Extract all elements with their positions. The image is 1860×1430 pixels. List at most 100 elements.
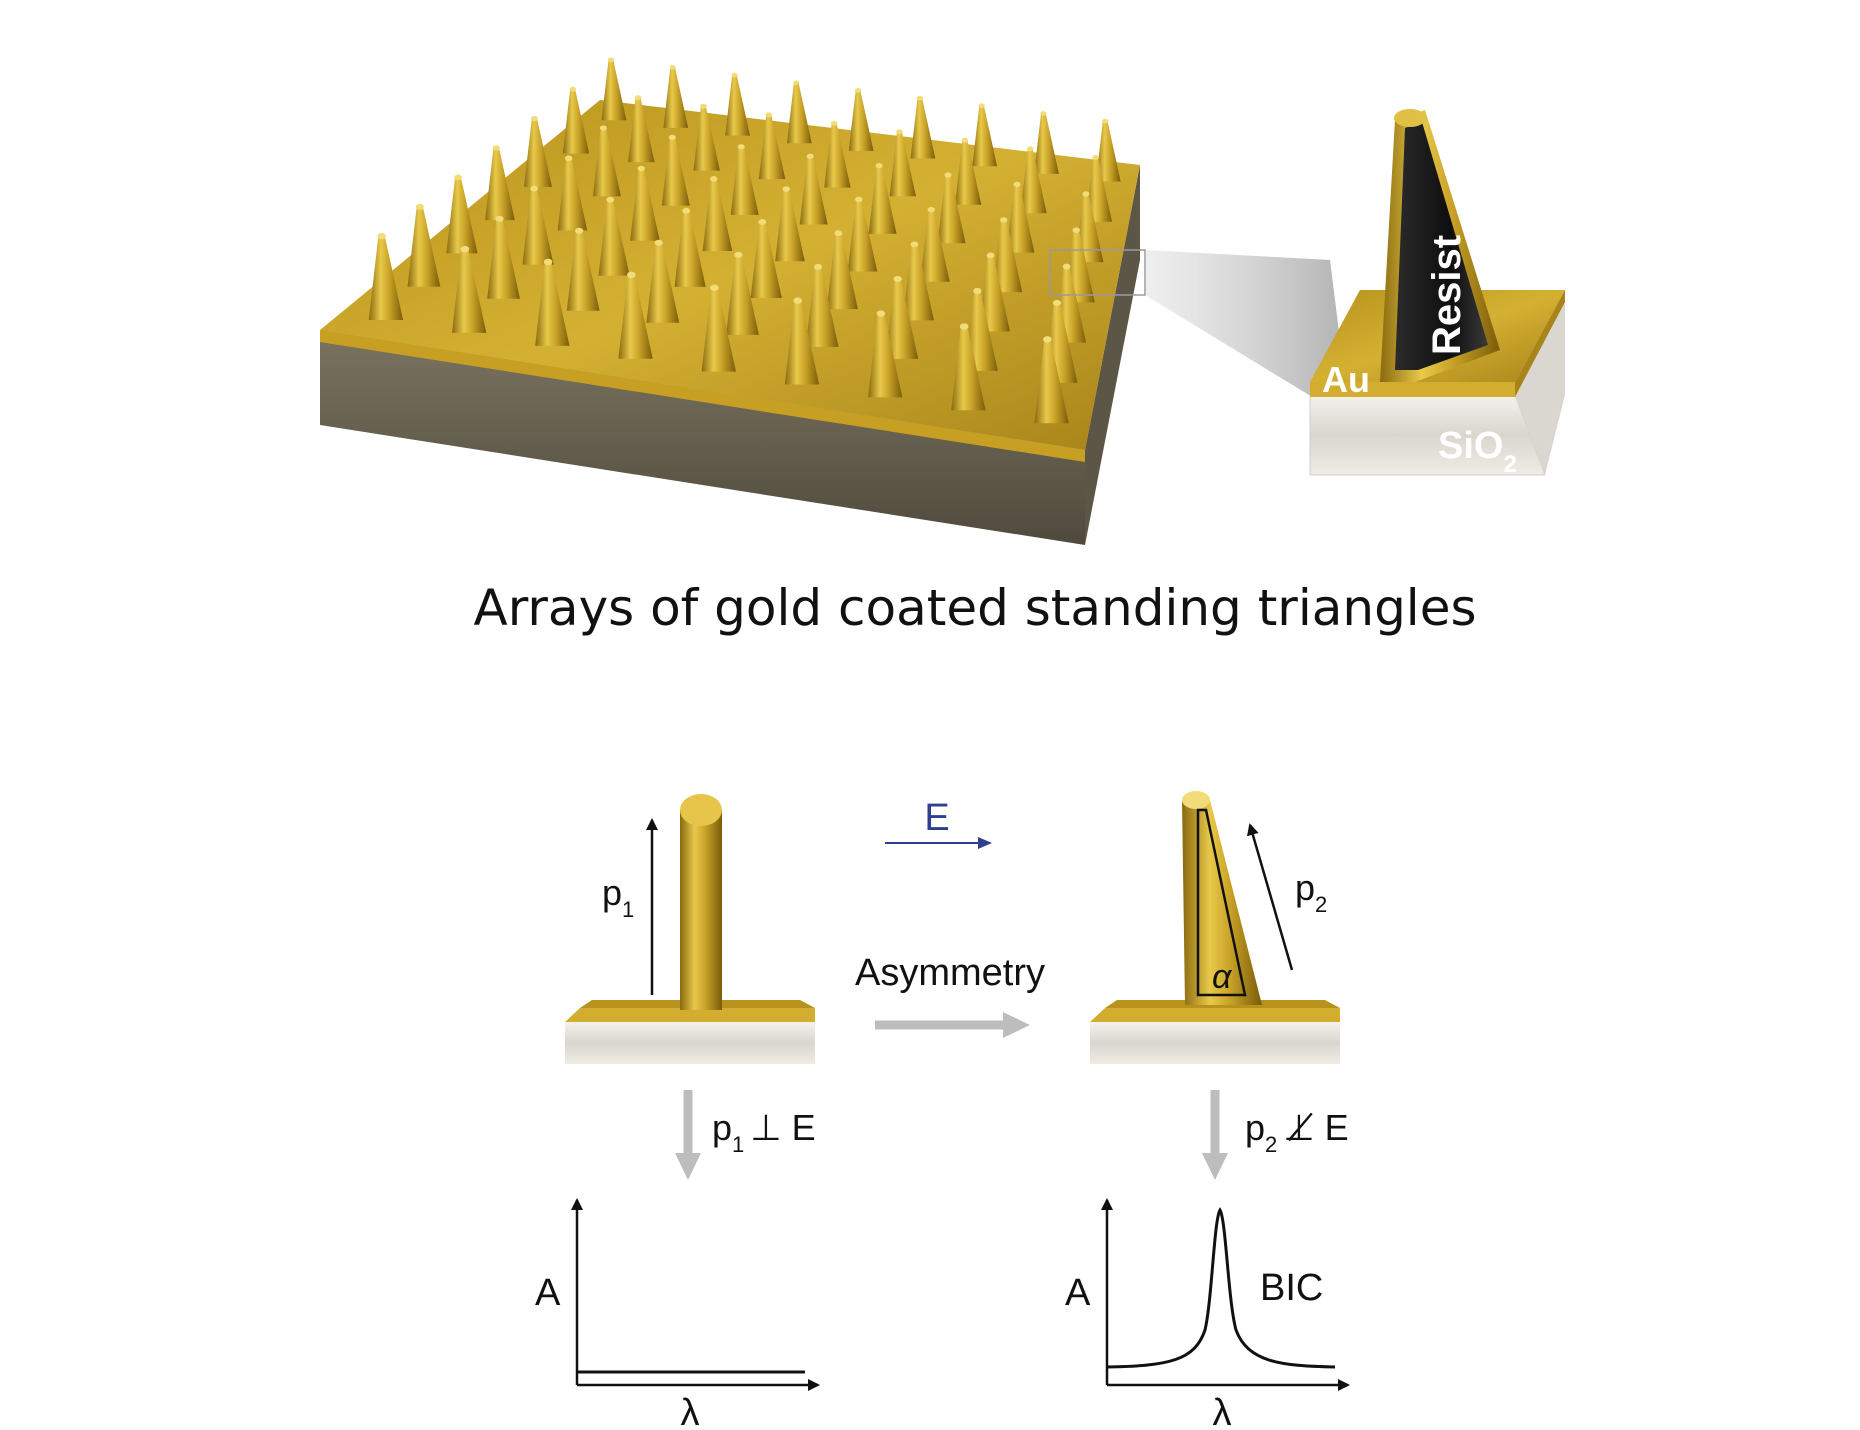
inset-au-front (1310, 382, 1515, 397)
standing-triangle-tip (495, 215, 504, 222)
standing-triangle-tip (910, 241, 919, 248)
standing-triangle (663, 67, 689, 128)
left-plot-xlabel: λ (681, 1392, 700, 1430)
standing-triangle-tip (893, 275, 902, 282)
standing-triangle (485, 147, 515, 221)
standing-triangle-tip (492, 145, 500, 151)
inset-sio2-right (1515, 300, 1565, 475)
standing-triangle-tip (377, 232, 386, 240)
standing-triangle-tip (682, 207, 691, 214)
array-substrate-side (320, 330, 1085, 545)
standing-triangle-tip (530, 115, 538, 122)
standing-triangle (618, 274, 653, 359)
standing-triangle (725, 75, 750, 136)
standing-triangle-tip (830, 120, 838, 126)
standing-triangle (965, 290, 998, 371)
standing-triangle-tip (944, 172, 952, 178)
standing-triangle (954, 140, 982, 205)
standing-triangle-tip (896, 129, 903, 135)
standing-triangle (786, 82, 812, 144)
standing-triangle-tip (710, 284, 719, 291)
standing-triangle-tip (607, 57, 614, 63)
standing-triangle-tip (654, 239, 663, 246)
standing-triangle-tip (1043, 336, 1052, 343)
standing-triangle (407, 206, 441, 287)
standing-triangle (937, 175, 966, 244)
standing-triangle-tip (668, 134, 676, 141)
p1-label: p1 (602, 872, 634, 922)
right-condition: p2⊥̸ E (1202, 1090, 1349, 1180)
left-down-arrow-head (675, 1153, 701, 1180)
standing-triangle-tip (454, 174, 462, 181)
standing-triangle (847, 199, 878, 272)
standing-triangle (910, 98, 936, 159)
standing-triangle (824, 123, 851, 188)
standing-triangles (368, 57, 1121, 424)
standing-triangle-tip (637, 165, 645, 172)
standing-triangle (451, 249, 487, 333)
asymmetry-arrow-head (1003, 1012, 1030, 1038)
standing-triangle-tip (543, 258, 553, 266)
standing-triangle (535, 261, 570, 346)
standing-triangle (992, 219, 1023, 293)
standing-triangle (628, 97, 655, 163)
standing-triangle-tip (927, 206, 935, 213)
standing-triangle-tip (916, 95, 923, 101)
inset-cross-section: Resist Au SiO2 (1309, 109, 1565, 478)
standing-triangle-tip (565, 155, 573, 162)
standing-triangle (701, 287, 736, 372)
e-field: E (885, 797, 992, 849)
standing-triangle (523, 118, 552, 187)
standing-triangle (799, 156, 828, 225)
inset-label-au: Au (1322, 359, 1370, 400)
standing-triangle (1095, 121, 1121, 182)
standing-triangle-tip (765, 112, 773, 118)
standing-triangle (592, 128, 621, 197)
left-plot-ylabel: A (535, 1272, 561, 1314)
standing-triangle-tip (978, 103, 985, 109)
standing-triangle-tip (875, 162, 883, 169)
standing-triangle (1075, 193, 1104, 263)
right-gold-layer (1090, 1008, 1340, 1022)
standing-triangle-tip (1062, 263, 1071, 270)
standing-triangle (693, 106, 720, 171)
standing-triangle (598, 199, 630, 276)
left-condition: p1⊥ E (675, 1090, 816, 1180)
standing-triangle-tip (737, 144, 745, 150)
right-absorption-plot: A λ BIC (1065, 1198, 1350, 1430)
standing-triangle-tip (782, 186, 790, 192)
standing-triangle (848, 90, 874, 151)
standing-triangle-tip (669, 65, 676, 70)
standing-triangle (1020, 148, 1047, 214)
standing-triangle-tip (793, 80, 800, 86)
zoom-beam (1145, 250, 1350, 420)
standing-triangle (784, 300, 820, 385)
standing-triangle (1034, 113, 1059, 174)
right-condition-label: p2⊥̸ E (1245, 1107, 1349, 1157)
standing-triangle (674, 210, 706, 287)
asymmetry-label: Asymmetry (855, 952, 1045, 994)
standing-triangle (368, 236, 404, 321)
standing-triangle (951, 326, 986, 411)
standing-triangle-tip (731, 72, 738, 78)
gold-triangle-array (320, 57, 1146, 545)
standing-triangle (889, 131, 916, 197)
right-substrate (1090, 1022, 1340, 1064)
right-plot-ylabel: A (1065, 1272, 1091, 1314)
standing-triangle (562, 89, 590, 154)
standing-triangle-tip (599, 125, 607, 131)
standing-triangle (487, 218, 520, 299)
standing-triangle (730, 146, 759, 216)
standing-triangle-tip (876, 310, 886, 317)
standing-triangle-tip (1040, 111, 1047, 116)
right-triangle-tip (1182, 791, 1210, 809)
standing-triangle (661, 137, 690, 206)
standing-triangle-tip (734, 251, 743, 258)
standing-triangle-tip (1026, 146, 1034, 152)
left-gold-layer (565, 1008, 815, 1022)
p2-label: p2 (1295, 867, 1327, 917)
p2-arrow (1247, 823, 1294, 971)
standing-triangle-tip (606, 196, 615, 203)
right-plot-xlabel: λ (1213, 1392, 1232, 1430)
asymmetric-triangle-structure: α p2 (1090, 791, 1340, 1064)
